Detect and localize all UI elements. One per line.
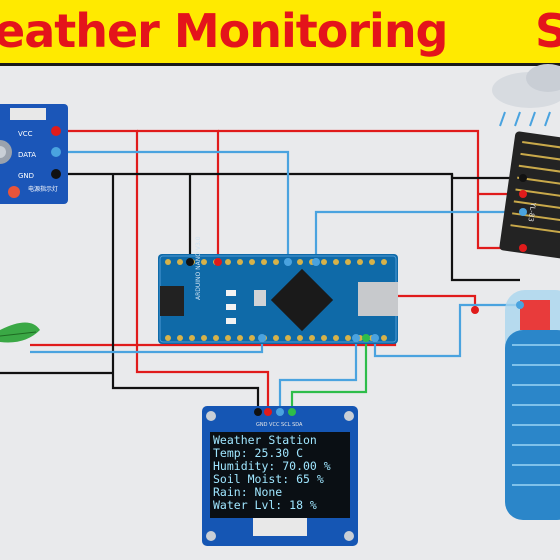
- dht-sensor-module: [0, 104, 68, 204]
- banner-title: eather Monitoring: [0, 4, 448, 58]
- dht-pin-data: DATA: [18, 151, 37, 159]
- rain-sensor-board: [499, 131, 560, 260]
- dht-pin-vcc: VCC: [18, 130, 33, 138]
- oled-line-soil: Soil Moist: 65 %: [213, 472, 324, 486]
- oled-line-water: Water Lvl: 18 %: [213, 498, 317, 512]
- black-wires: [0, 172, 523, 412]
- oled-screen: Weather Station Temp: 25.30 C Humidity: …: [210, 432, 350, 518]
- rain-cloud-icon: [492, 64, 560, 127]
- oled-line-temp: Temp: 25.30 C: [213, 446, 304, 460]
- dht-pin-labels: VCC DATA GND: [18, 124, 36, 187]
- arduino-nano-board: ARDUINO NANO V3.0: [158, 236, 398, 344]
- water-level-tank: [471, 290, 560, 520]
- oled-line-title: Weather Station: [213, 433, 317, 447]
- banner-title-right: S: [535, 4, 560, 58]
- soil-moisture-leaf-icon: [0, 322, 40, 343]
- oled-line-rain: Rain: None: [213, 485, 283, 499]
- oled-pin-labels: GND VCC SCL SDA: [256, 422, 303, 428]
- title-banner: eather Monitoring S: [0, 0, 560, 66]
- dht-chip-text: 电源指示灯: [28, 186, 59, 193]
- blue-wires: [30, 150, 523, 412]
- green-wires: [290, 340, 368, 412]
- oled-line-humidity: Humidity: 70.00 %: [213, 459, 331, 473]
- dht-pin-gnd: GND: [18, 172, 35, 180]
- arduino-label: ARDUINO NANO V3.0: [195, 236, 202, 300]
